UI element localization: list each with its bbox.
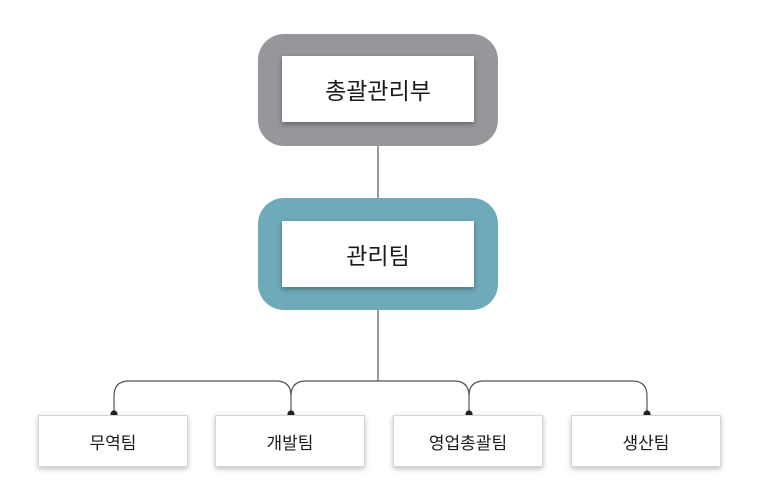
team-node-sales[interactable]: 영업총괄팀 bbox=[393, 415, 543, 467]
team-node-development[interactable]: 개발팀 bbox=[215, 415, 365, 467]
connector-branch-bar bbox=[113, 380, 648, 414]
team-node-trade[interactable]: 무역팀 bbox=[38, 415, 188, 467]
top-node-label: 총괄관리부 bbox=[325, 79, 431, 105]
team-node-label: 생산팀 bbox=[622, 433, 670, 454]
middle-node[interactable]: 관리팀 bbox=[282, 221, 474, 287]
team-node-label: 개발팀 bbox=[266, 433, 314, 454]
middle-node-label: 관리팀 bbox=[346, 244, 410, 270]
team-node-production[interactable]: 생산팀 bbox=[571, 415, 721, 467]
team-node-label: 무역팀 bbox=[89, 433, 137, 454]
top-node[interactable]: 총괄관리부 bbox=[282, 56, 474, 122]
team-node-label: 영업총괄팀 bbox=[428, 433, 508, 454]
